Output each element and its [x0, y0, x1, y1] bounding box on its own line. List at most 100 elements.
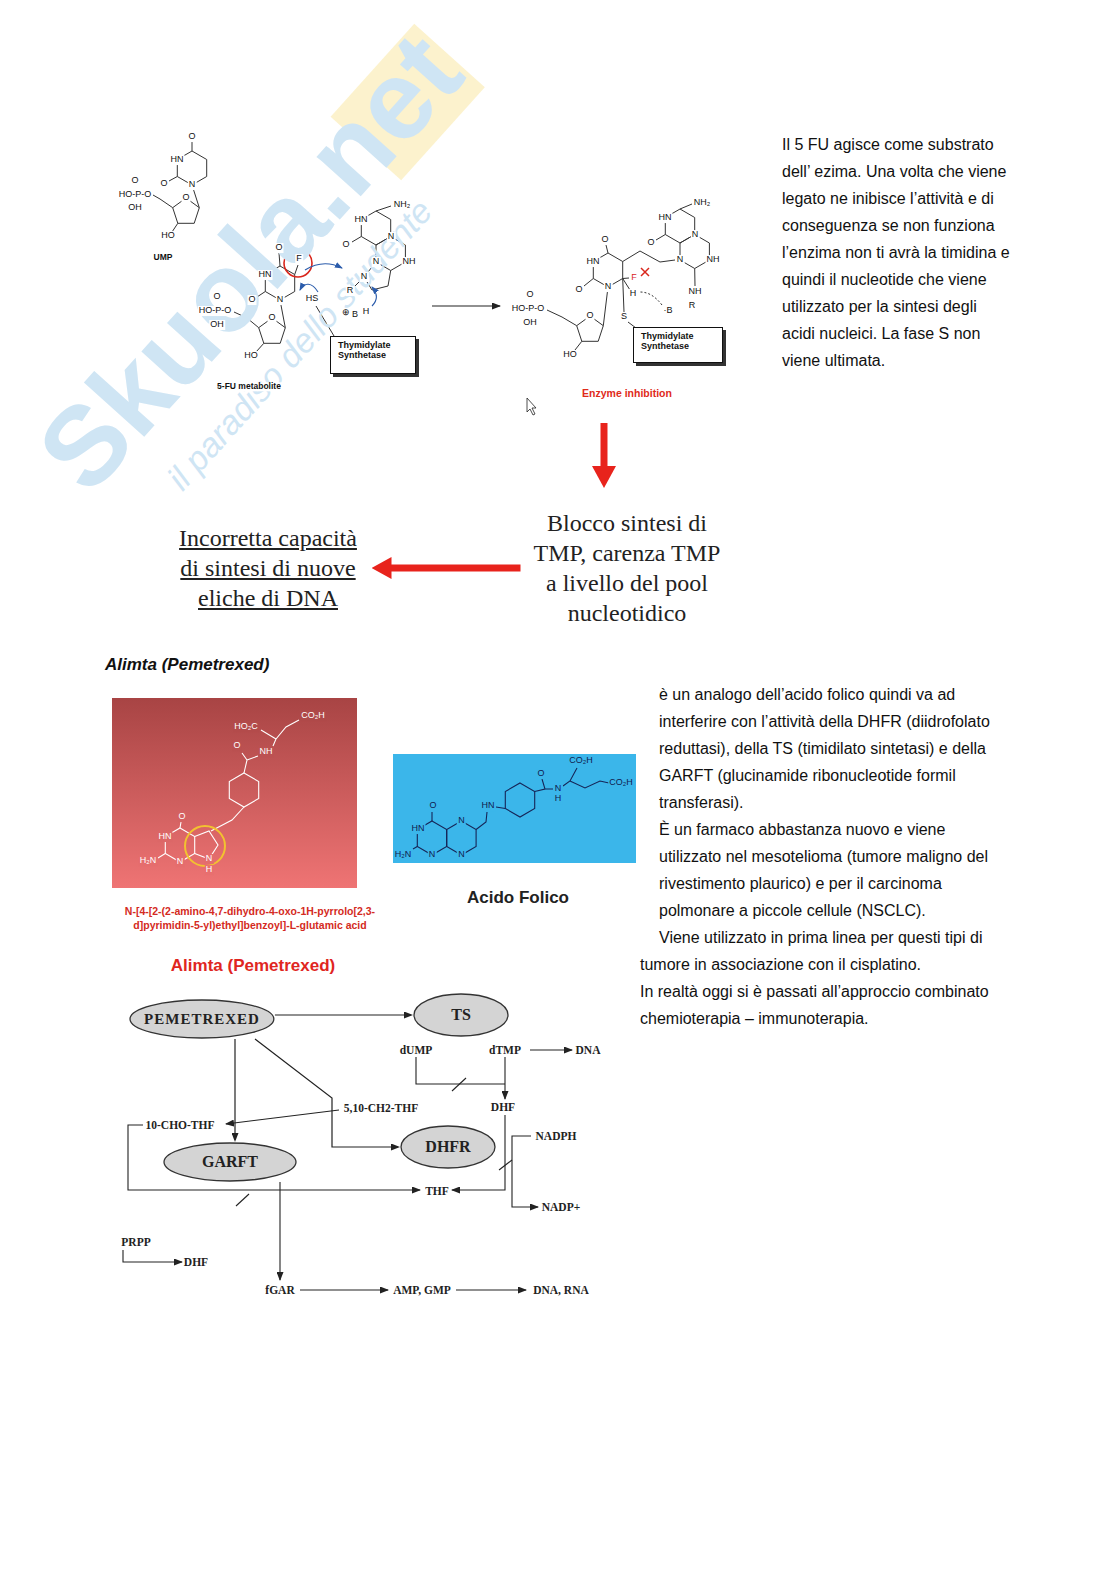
drug-ellipse: PEMETREXED — [129, 999, 275, 1039]
paragraph: Il 5 FU agisce come substrato dell’ ezim… — [782, 131, 1012, 374]
atom-label: HO-P-O — [198, 306, 233, 316]
atom-label: N — [360, 272, 369, 282]
pemetrexed-panel-ground — [112, 698, 357, 888]
atom-label: HO — [160, 231, 176, 241]
atom-label: O — [585, 311, 594, 321]
enzyme-ellipse: TS — [413, 993, 509, 1037]
structure-panel: CO₂HCO₂HONHHNOHNH₂NNNN — [393, 754, 636, 863]
metabolite-label: dTMP — [488, 1044, 522, 1057]
mouse-cursor — [527, 398, 536, 415]
atom-label: NH — [259, 747, 274, 757]
atom-label: N — [428, 850, 437, 860]
metabolite-label: DNA — [575, 1044, 602, 1057]
atom-label: OH — [127, 203, 143, 213]
inhibition-arrow — [275, 1014, 411, 1015]
atom-label: HN — [658, 213, 673, 223]
atom-label: O — [232, 741, 241, 751]
metabolite-label: fGAR — [264, 1284, 295, 1297]
atom-label: H₂N — [394, 850, 413, 860]
atom-label: O — [212, 292, 221, 302]
red-arrow — [601, 423, 608, 468]
molecule-name: UMP — [153, 253, 174, 262]
atom-label: O — [130, 176, 139, 186]
atom-label: N — [457, 816, 466, 826]
molecule-name: 5-FU metabolite — [216, 382, 282, 391]
metabolite-label: dUMP — [399, 1044, 434, 1057]
enzyme-name: Thymidylate Synthetase — [338, 340, 400, 361]
atom-label: O — [181, 193, 190, 203]
ump-structure — [153, 142, 207, 232]
atom-label: O — [267, 313, 276, 323]
atom-label: CO₂H — [568, 756, 594, 766]
atom-label: ⊕ — [341, 308, 351, 318]
atom-label: HN — [481, 801, 496, 811]
atom-label: N — [691, 230, 700, 240]
atom-label: B — [351, 310, 359, 320]
atom-label: O — [646, 238, 655, 248]
atom-label: HO — [243, 351, 259, 361]
metabolite-label: DHF — [490, 1101, 516, 1114]
atom-label: H — [629, 289, 638, 299]
ellipse-text: PEMETREXED — [144, 1011, 260, 1028]
enzyme-name: Thymidylate Synthetase — [641, 331, 703, 352]
atom-label: HN — [258, 270, 273, 280]
atom-label: O — [525, 290, 534, 300]
atom-label: N — [276, 295, 285, 305]
atom-label: HN — [158, 832, 173, 842]
pathway-lines — [123, 1050, 572, 1290]
atom-label: O — [428, 801, 437, 811]
metabolite-label: 5,10-CH2-THF — [343, 1102, 419, 1115]
atom-label: O — [274, 243, 283, 253]
atom-label: NH — [688, 287, 703, 297]
metabolite-label: AMP, GMP — [392, 1284, 452, 1297]
atom-label: F — [295, 254, 303, 264]
atom-label: N — [205, 854, 214, 864]
inhibition-arrow — [255, 1039, 398, 1147]
metabolite-label: DNA, RNA — [532, 1284, 590, 1297]
metabolite-label: PRPP — [120, 1236, 151, 1249]
broken-bond-mark — [641, 268, 649, 276]
reaction-arrow — [432, 305, 500, 306]
metabolite-label: DHF — [183, 1256, 209, 1269]
atom-label: NH — [402, 257, 417, 267]
enzyme-box: Thymidylate Synthetase — [330, 336, 416, 374]
atom-label: N — [188, 180, 197, 190]
atom-label: NH₂ — [693, 198, 712, 208]
process-text-body: Incorretta capacità di sintesi di nuove … — [173, 523, 364, 613]
metabolite-label: NADPH — [535, 1130, 578, 1143]
figure-caption: Enzyme inhibition — [581, 388, 673, 400]
atom-label: R — [688, 301, 697, 311]
drug-name: Alimta (Pemetrexed) — [171, 957, 335, 976]
atom-label: N — [554, 784, 563, 794]
enzyme-ellipse: DHFR — [400, 1125, 496, 1169]
atom-label: HN — [586, 257, 601, 267]
atom-label: O — [600, 235, 609, 245]
ellipse-text: TS — [451, 1006, 471, 1024]
atom-label: O — [177, 812, 186, 822]
atom-label: CO₂H — [608, 778, 634, 788]
atom-label: HS — [305, 294, 320, 304]
highlight-circle — [185, 826, 225, 866]
atom-label: N — [176, 857, 185, 867]
atom-label: H — [554, 794, 563, 804]
metabolite-label: NADP+ — [541, 1201, 582, 1214]
atom-label: O — [341, 240, 350, 250]
atom-label: HN — [411, 824, 426, 834]
atom-label: HO-P-O — [118, 190, 153, 200]
ellipse-text: DHFR — [425, 1138, 470, 1156]
atom-label: O — [536, 769, 545, 779]
folic-structure — [413, 768, 609, 855]
atom-label: F — [630, 273, 638, 283]
atom-label: R — [346, 286, 355, 296]
atom-label: OH — [209, 320, 225, 330]
atom-label: H — [362, 307, 371, 317]
atom-label: O — [247, 295, 256, 305]
metabolite-label: 10-CHO-THF — [145, 1119, 216, 1132]
atom-label: HO — [562, 350, 578, 360]
atom-label: N — [604, 282, 613, 292]
atom-label: O — [187, 132, 196, 142]
atom-label: N — [372, 257, 381, 267]
process-text: Blocco sintesi di TMP, carenza TMP a liv… — [521, 508, 734, 628]
enzyme-ellipse: GARFT — [163, 1142, 297, 1182]
